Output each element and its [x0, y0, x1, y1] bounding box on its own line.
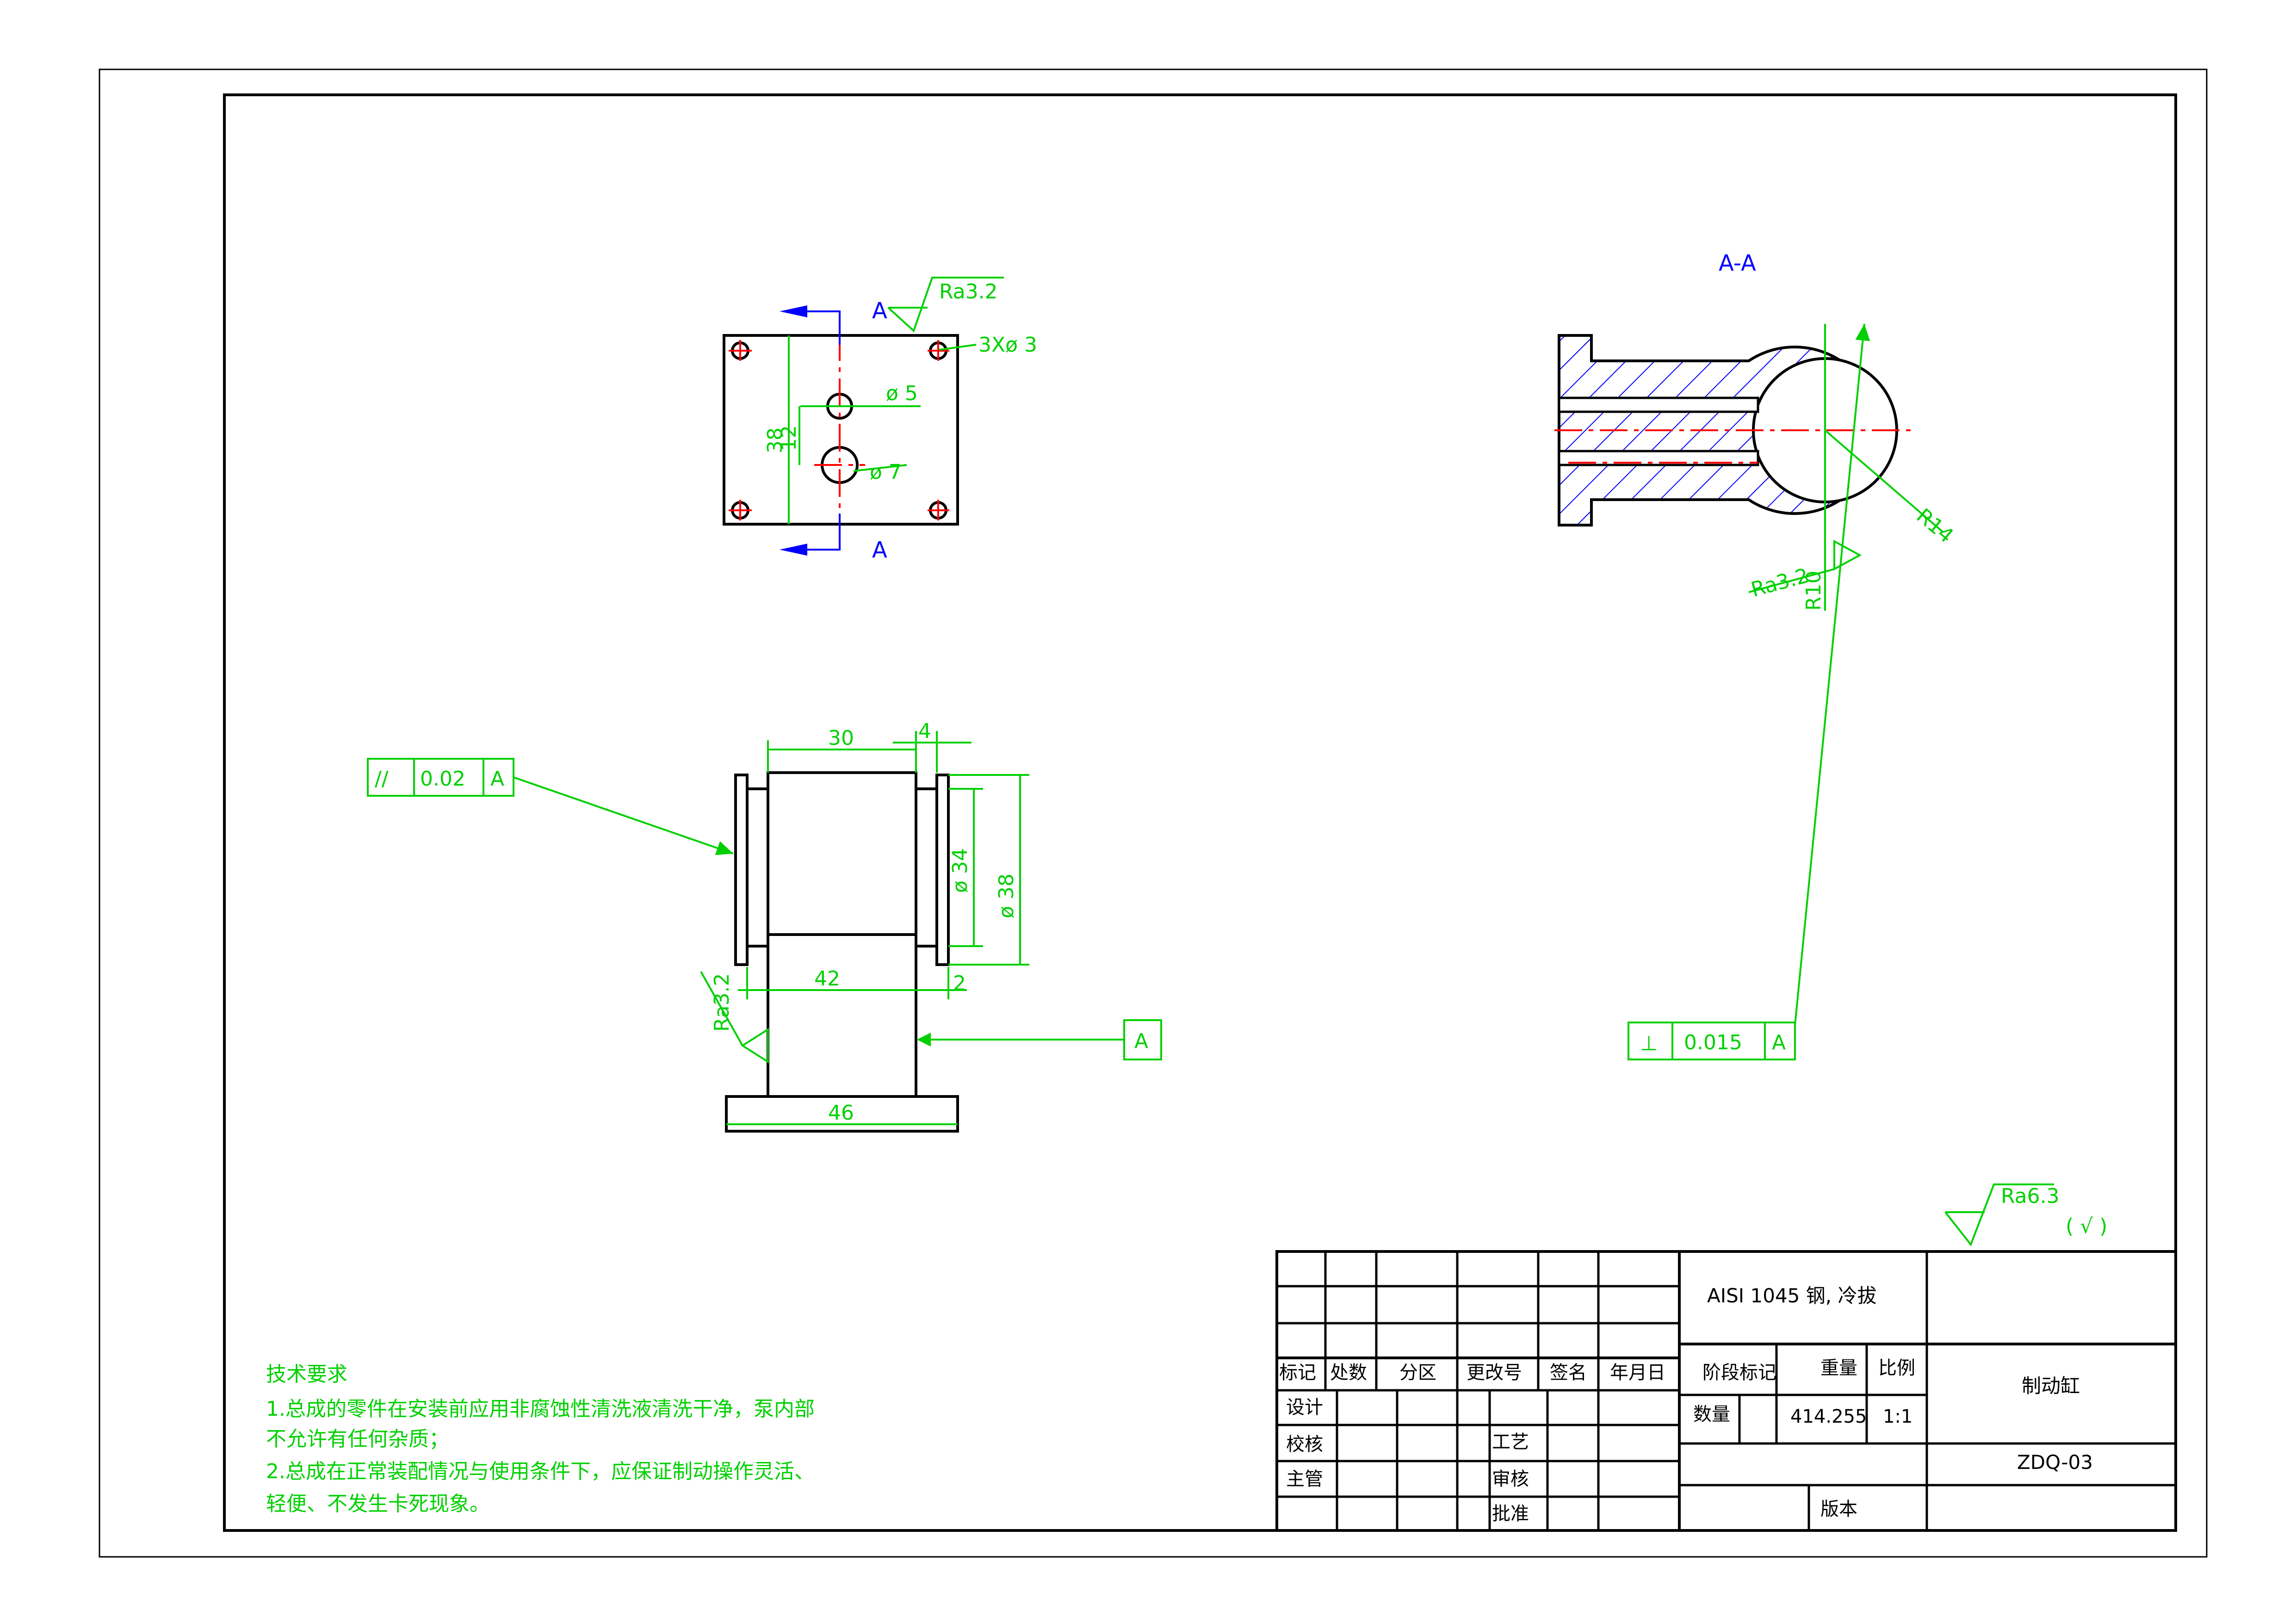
label-design: 设计 — [1286, 1397, 1323, 1418]
dim-42: 42 — [814, 967, 840, 991]
top-view: A A Ra3.2 3Xø 3 ø 5 ø 7 38 12 — [723, 277, 1037, 563]
section-label-a-bottom: A — [872, 537, 887, 563]
tech-req-line: 不允许有任何杂质； — [266, 1427, 449, 1451]
dim-dia5: ø 5 — [886, 382, 918, 405]
dim-38: 38 — [763, 427, 787, 453]
label-supervisor: 主管 — [1286, 1468, 1323, 1490]
general-roughness-value: Ra6.3 — [2001, 1184, 2060, 1208]
front-view: 30 4 ø 34 ø 38 42 2 46 Ra3.2 // 0.02 A A — [367, 719, 1162, 1133]
parallelism-symbol: // — [375, 767, 389, 791]
dim-line-r14 — [1824, 429, 1944, 533]
datum-label: A — [1134, 1029, 1148, 1053]
perpendicularity-frame — [1628, 1022, 1796, 1060]
dim-dia38: ø 38 — [995, 873, 1018, 918]
section-title: A-A — [1719, 250, 1756, 276]
roughness-leader — [1748, 568, 1835, 593]
label-approve: 批准 — [1492, 1503, 1529, 1524]
dim-3xdia3: 3Xø 3 — [978, 333, 1037, 357]
perpendicularity-leader — [1794, 323, 1870, 1025]
part-name: 制动缸 — [2022, 1375, 2080, 1397]
tech-req-line: 轻便、不发生卡死现象。 — [266, 1492, 490, 1516]
roughness-symbol — [1833, 539, 1862, 571]
section-view: A-A R14 R10 Ra3.2 ⊥ 0.015 A — [1554, 250, 1958, 1060]
label-scale: 比例 — [1878, 1357, 1915, 1379]
section-passage — [1558, 396, 1759, 413]
front-base — [725, 1095, 959, 1133]
roughness-symbol — [741, 1028, 769, 1064]
roughness-symbol — [887, 277, 1004, 333]
roughness-label: Ra3.2 — [939, 280, 998, 304]
perpendicularity-datum: A — [1772, 1031, 1786, 1054]
header-signature: 签名 — [1550, 1362, 1587, 1383]
datum-triangle — [917, 1033, 931, 1047]
roughness-label: Ra3.2 — [710, 973, 734, 1032]
header-count: 处数 — [1330, 1362, 1367, 1383]
header-date: 年月日 — [1610, 1362, 1665, 1383]
label-quantity: 数量 — [1693, 1404, 1730, 1425]
outer-border — [99, 68, 2208, 1558]
front-flange-right — [935, 774, 950, 966]
roughness-leader — [700, 971, 743, 1046]
header-change-no: 更改号 — [1467, 1362, 1522, 1383]
label-process: 工艺 — [1492, 1431, 1529, 1453]
roughness-symbol — [1944, 1183, 2054, 1247]
dim-line-dia7 — [853, 464, 907, 472]
parallelism-leader — [513, 776, 734, 855]
title-block — [1275, 1250, 2177, 1532]
dim-4: 4 — [918, 719, 931, 743]
dim-12: 12 — [777, 425, 801, 451]
general-roughness: Ra6.3 ( √ ) — [1944, 1183, 2107, 1247]
dim-30: 30 — [828, 726, 854, 750]
front-body-upper — [767, 771, 917, 936]
section-arrow-bottom — [784, 514, 841, 551]
section-arrow-top — [784, 310, 841, 345]
technical-requirements: 技术要求 1.总成的零件在安装前应用非腐蚀性清洗液清洗干净，泵内部 不允许有任何… — [266, 1363, 815, 1516]
label-review: 审核 — [1492, 1468, 1529, 1490]
label-version: 版本 — [1820, 1499, 1857, 1520]
drawing-number: ZDQ-03 — [2017, 1451, 2093, 1474]
top-plate-outline — [723, 334, 959, 526]
title-block-text: AISI 1045 钢, 冷拔 标记 处数 分区 更改号 签名 年月日 设计 校… — [1279, 1284, 2093, 1524]
dim-46: 46 — [828, 1101, 854, 1125]
dim-dia34: ø 34 — [948, 848, 972, 893]
dim-2: 2 — [953, 972, 966, 995]
front-flange-left — [734, 774, 749, 966]
label-check: 校核 — [1286, 1434, 1323, 1455]
front-flange-right-inner — [915, 787, 938, 948]
tech-req-line: 2.总成在正常装配情况与使用条件下，应保证制动操作灵活、 — [266, 1460, 815, 1483]
front-body-lower — [767, 933, 917, 1098]
arrowhead — [780, 305, 807, 317]
tech-req-line: 1.总成的零件在安装前应用非腐蚀性清洗液清洗干净，泵内部 — [266, 1397, 815, 1421]
parallelism-datum: A — [490, 767, 504, 791]
general-roughness-rest: ( √ ) — [2066, 1214, 2107, 1238]
inner-frame — [223, 93, 2177, 1532]
scale-value: 1:1 — [1883, 1406, 1912, 1427]
dim-dia7: ø 7 — [870, 460, 902, 484]
arrowhead — [780, 544, 807, 556]
leader-3x — [939, 344, 977, 351]
tech-req-title: 技术要求 — [266, 1363, 347, 1386]
header-zone: 分区 — [1399, 1362, 1436, 1383]
parallelism-value: 0.02 — [420, 767, 465, 791]
header-mark: 标记 — [1279, 1362, 1316, 1383]
perpendicularity-symbol: ⊥ — [1640, 1032, 1658, 1055]
perpendicularity-value: 0.015 — [1684, 1031, 1742, 1054]
material: AISI 1045 钢, 冷拔 — [1707, 1284, 1876, 1307]
front-flange-left-inner — [746, 787, 769, 948]
label-stage-mark: 阶段标记 — [1702, 1362, 1776, 1383]
weight-value: 414.255 — [1790, 1406, 1867, 1427]
label-weight: 重量 — [1820, 1357, 1857, 1379]
section-label-a-top: A — [872, 298, 887, 324]
